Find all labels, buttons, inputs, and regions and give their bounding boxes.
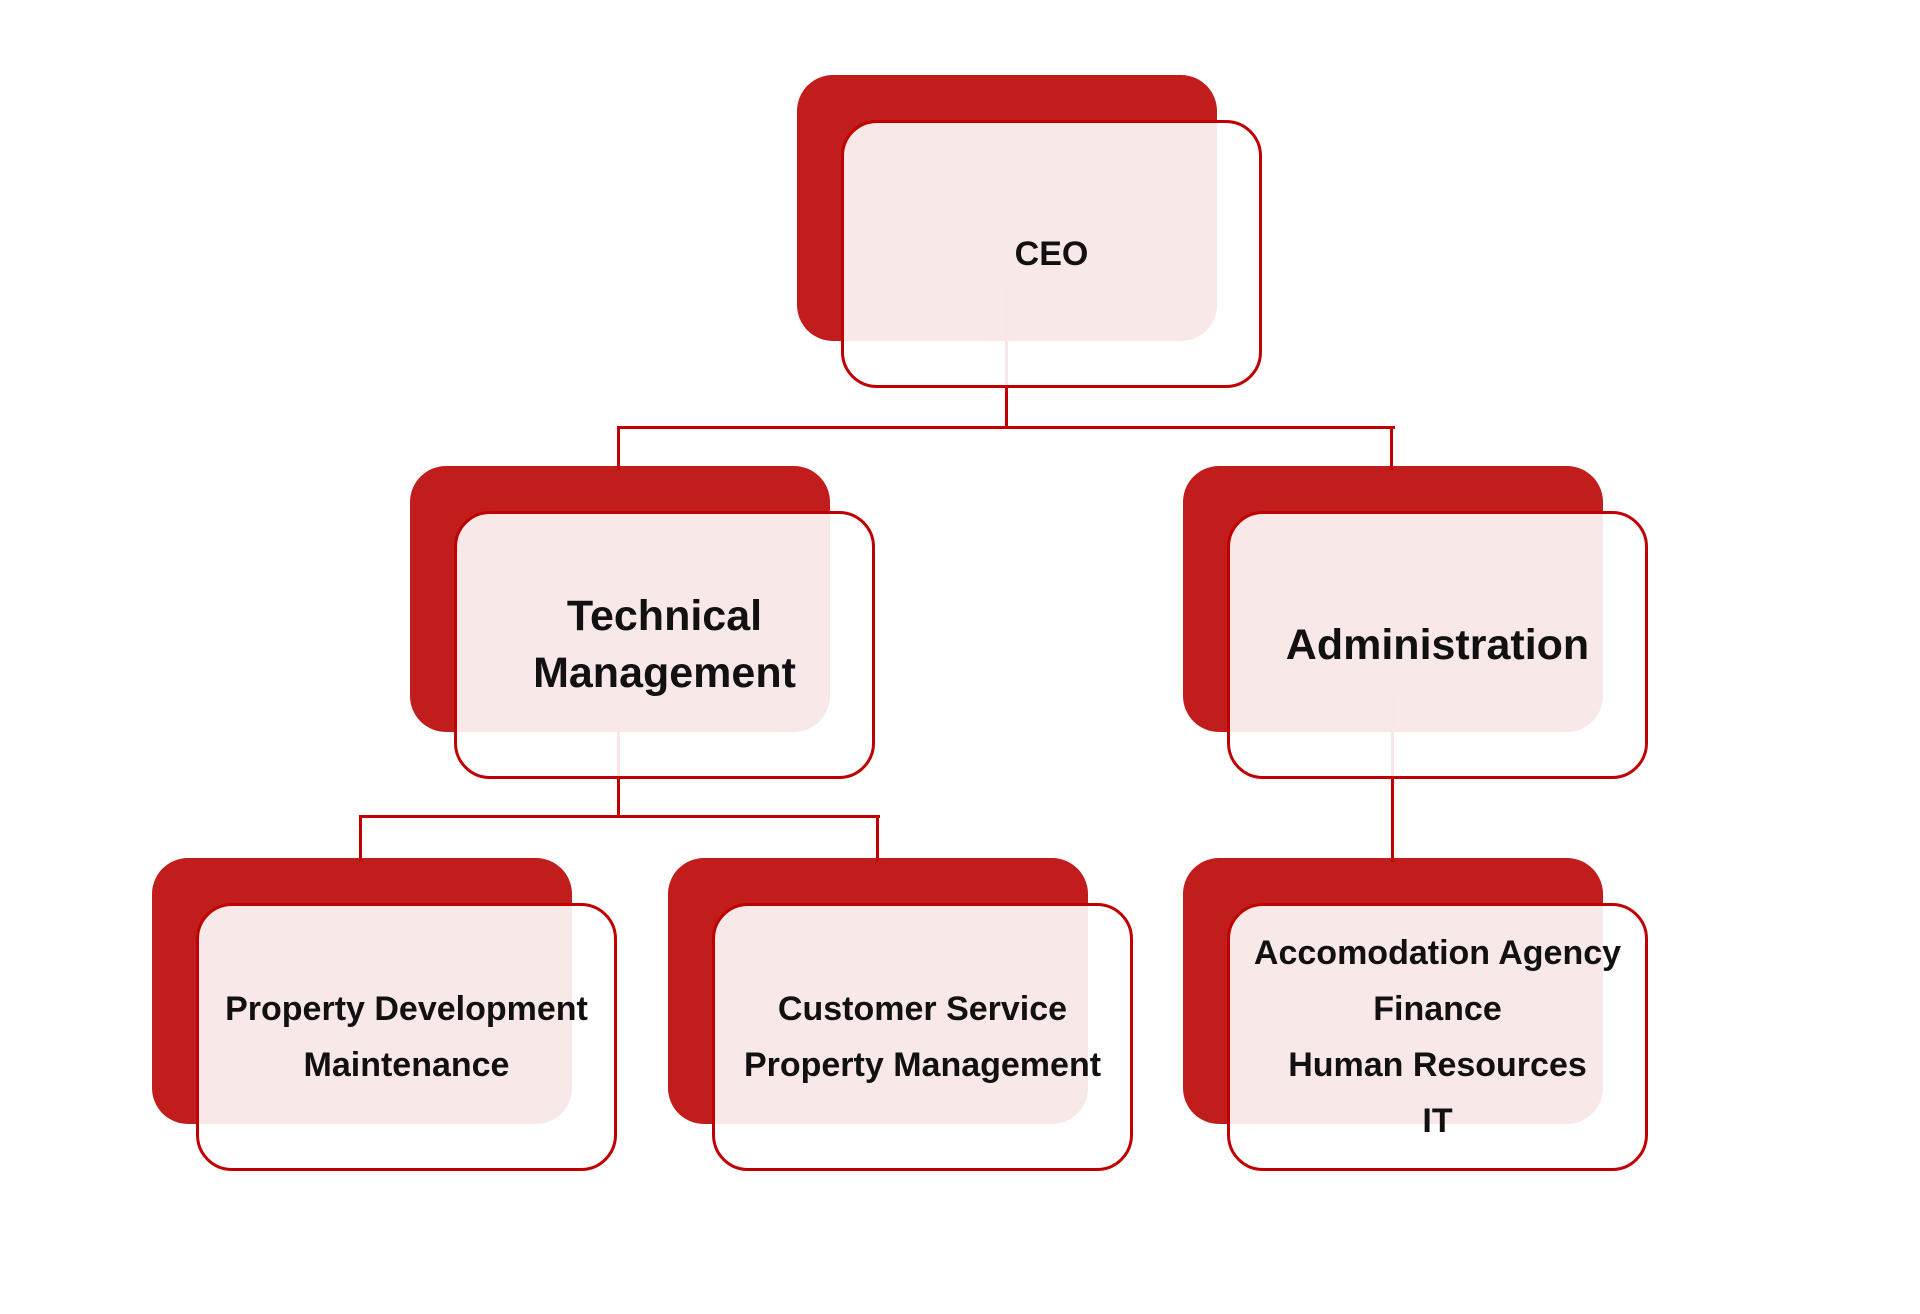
connector-drop-technical-management (617, 426, 620, 470)
node-ceo-label: CEO (1014, 235, 1089, 273)
node-technical-management-front-shape: Technical Management (454, 511, 875, 779)
node-customer-service-front-shape: Customer Service Property Management (712, 903, 1133, 1171)
node-customer-service-label-line: Property Management (743, 1046, 1102, 1084)
connector-ceo-children-hline (618, 426, 1395, 429)
node-administration-departments-front-shape: Accomodation Agency Finance Human Resour… (1227, 903, 1648, 1171)
node-customer-service-label-line: Customer Service (777, 990, 1068, 1028)
node-administration-departments-label-line: Finance (1373, 990, 1502, 1028)
node-administration-front-shape: Administration (1227, 511, 1648, 779)
node-property-development-label-line: Maintenance (303, 1046, 510, 1084)
connector-technical-children-hline (359, 815, 880, 818)
node-administration-departments-label-line: Accomodation Agency (1253, 934, 1622, 972)
node-technical-management-label-line: Technical (566, 592, 763, 640)
node-property-development-front-shape: Property Development Maintenance (196, 903, 617, 1171)
node-administration-departments-label-line: IT (1422, 1102, 1453, 1140)
node-technical-management-label-line: Management (533, 649, 796, 697)
connector-drop-customer-service (876, 815, 879, 861)
node-administration-departments-label-line: Human Resources (1288, 1046, 1587, 1084)
connector-drop-administration (1390, 426, 1393, 470)
node-administration-label: Administration (1285, 620, 1590, 669)
connector-drop-property-development (359, 815, 362, 861)
node-property-development-label-line: Property Development (225, 990, 588, 1028)
node-ceo-front-shape: CEO (841, 120, 1262, 388)
